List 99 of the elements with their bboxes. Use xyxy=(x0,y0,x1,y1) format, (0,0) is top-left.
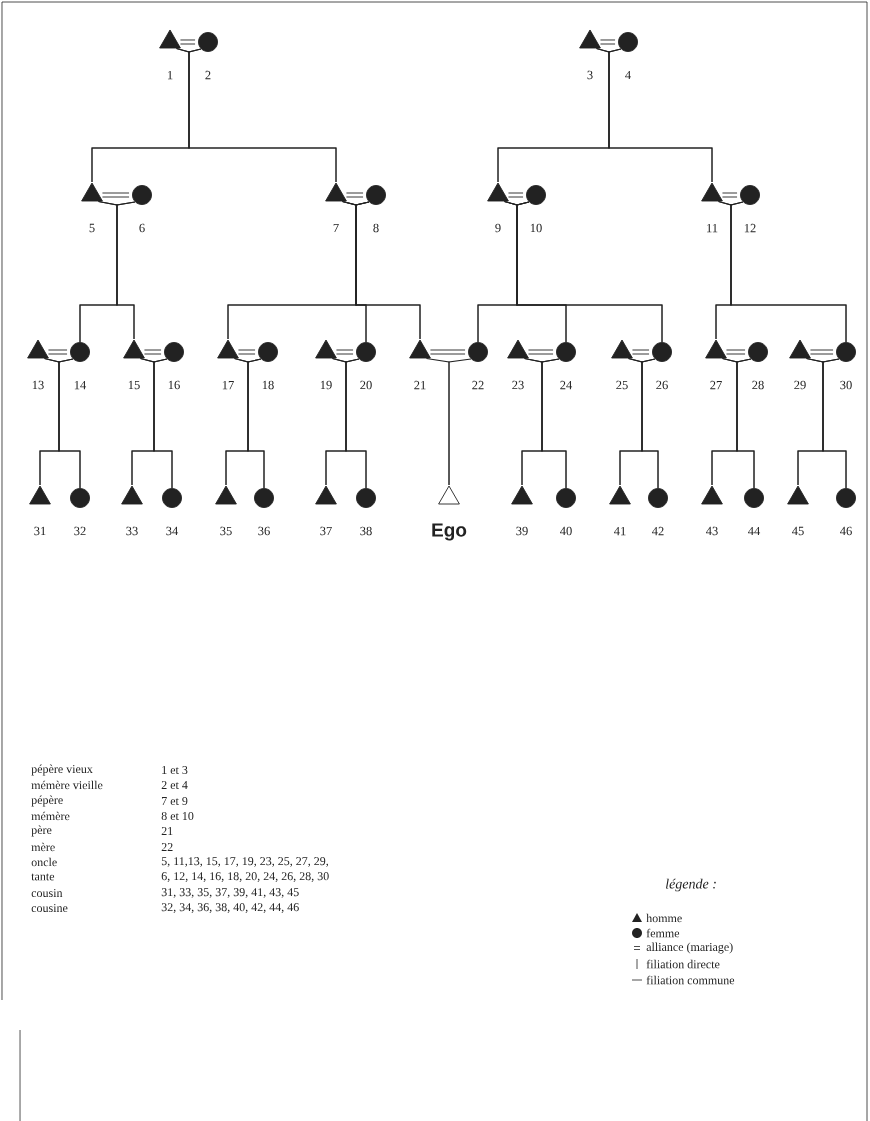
filiation-line xyxy=(736,358,755,489)
person-number: 1 xyxy=(168,70,173,80)
person-number: 2 xyxy=(205,70,211,80)
person-number: 28 xyxy=(752,380,764,390)
table-text: père xyxy=(31,825,52,837)
person-number: 5 xyxy=(89,223,95,233)
person-number: 45 xyxy=(792,526,804,536)
table-text: 6, 12, 14, 16, 18, 20, 24, 26, 28, 30 xyxy=(161,872,329,882)
legend-text: filiation commune xyxy=(646,975,735,985)
person-number: 4 xyxy=(625,70,631,80)
alliance-sign xyxy=(238,349,256,355)
table-text: mémère vieille xyxy=(31,780,103,790)
person-number: 27 xyxy=(710,380,722,390)
alliance-sign xyxy=(144,349,162,355)
person-number: 12 xyxy=(744,223,756,233)
alliance-sign xyxy=(600,39,616,45)
table-text: 2 et 4 xyxy=(161,780,188,790)
person-number: 7 xyxy=(333,223,339,233)
person-number: 8 xyxy=(373,223,379,233)
filiation-line xyxy=(58,358,81,489)
person-number: 39 xyxy=(516,526,528,536)
person-number: 46 xyxy=(840,526,852,536)
alliance-sign xyxy=(346,192,364,198)
filiation-line xyxy=(247,358,265,489)
table-text: 1 et 3 xyxy=(162,765,188,775)
alliance-sign xyxy=(722,192,738,198)
filiation-line xyxy=(153,358,173,489)
person-number: 10 xyxy=(530,223,542,233)
alliance-sign xyxy=(528,349,554,355)
table-text: 32, 34, 36, 38, 40, 42, 44, 46 xyxy=(161,903,299,913)
legend-text: homme xyxy=(646,913,682,923)
person-number: 26 xyxy=(656,380,668,390)
person-number: 33 xyxy=(126,526,138,536)
person-number: 24 xyxy=(560,380,573,390)
filiation-line xyxy=(345,358,367,489)
filiation-line xyxy=(822,358,847,489)
person-number: 41 xyxy=(614,526,626,536)
table-text: pépère vieux xyxy=(31,764,93,776)
alliance-sign xyxy=(810,349,834,355)
alliance-sign xyxy=(430,349,466,355)
person-number: 38 xyxy=(360,526,372,536)
person-number: 37 xyxy=(320,526,332,536)
filiation-line xyxy=(355,201,421,340)
table-text: 31, 33, 35, 37, 39, 41, 43, 45 xyxy=(161,888,299,898)
table-text: 8 et 10 xyxy=(161,811,194,821)
person-number: 29 xyxy=(794,380,806,390)
legend-title: légende : xyxy=(665,878,716,892)
person-number: 40 xyxy=(560,526,572,536)
person-number: 15 xyxy=(128,380,140,390)
person-number: 42 xyxy=(652,526,664,536)
person-number: 34 xyxy=(166,526,179,536)
person-number: 21 xyxy=(414,380,426,390)
person-number: 20 xyxy=(360,380,372,390)
table-text: cousine xyxy=(31,903,68,913)
table-text: tante xyxy=(31,873,55,881)
person-number: 44 xyxy=(748,526,761,536)
table-text: 7 et 9 xyxy=(162,796,188,806)
person-number: 32 xyxy=(74,526,86,536)
table-text: 21 xyxy=(161,827,173,835)
person-number: 9 xyxy=(495,223,501,233)
person-number: 31 xyxy=(34,526,46,536)
person-number: 19 xyxy=(320,380,332,390)
legend-text: alliance (mariage) xyxy=(646,942,733,954)
table-text: 5, 11,13, 15, 17, 19, 23, 25, 27, 29, xyxy=(161,857,328,867)
alliance-sign xyxy=(48,349,68,355)
table-text: mère xyxy=(31,842,55,852)
table-text: pépère xyxy=(31,795,63,807)
person-number: 22 xyxy=(472,380,484,390)
person-number: 17 xyxy=(222,380,234,390)
person-number: 11 xyxy=(707,223,718,233)
table-text: cousin xyxy=(31,888,63,898)
legend-text: femme xyxy=(646,928,680,938)
table-text: mémère xyxy=(31,811,70,821)
ego-label: Ego xyxy=(432,523,467,541)
table-text: 22 xyxy=(161,843,173,851)
person-number: 14 xyxy=(74,380,87,390)
person-number: 36 xyxy=(258,526,270,536)
alliance-sign xyxy=(632,349,650,355)
person-number: 23 xyxy=(512,380,524,390)
filiation-line xyxy=(448,358,472,486)
alliance-sign xyxy=(102,192,130,198)
legend-text: filiation directe xyxy=(646,959,720,969)
person-number: 43 xyxy=(706,526,718,536)
filiation-line xyxy=(541,358,567,489)
person-number: 3 xyxy=(587,70,593,80)
person-number: 30 xyxy=(840,380,852,390)
alliance-sign xyxy=(508,192,524,198)
table-text: oncle xyxy=(31,857,57,867)
alliance-sign xyxy=(726,349,746,355)
person-number: 13 xyxy=(32,380,44,390)
filiation-line xyxy=(641,358,659,489)
person-number: 18 xyxy=(262,380,274,390)
alliance-sign xyxy=(336,349,354,355)
person-number: 25 xyxy=(616,380,628,390)
person-number: 35 xyxy=(220,526,232,536)
person-number: 6 xyxy=(139,223,145,233)
alliance-sign xyxy=(180,39,196,45)
person-number: 16 xyxy=(168,380,180,390)
filiation-line xyxy=(116,201,136,340)
